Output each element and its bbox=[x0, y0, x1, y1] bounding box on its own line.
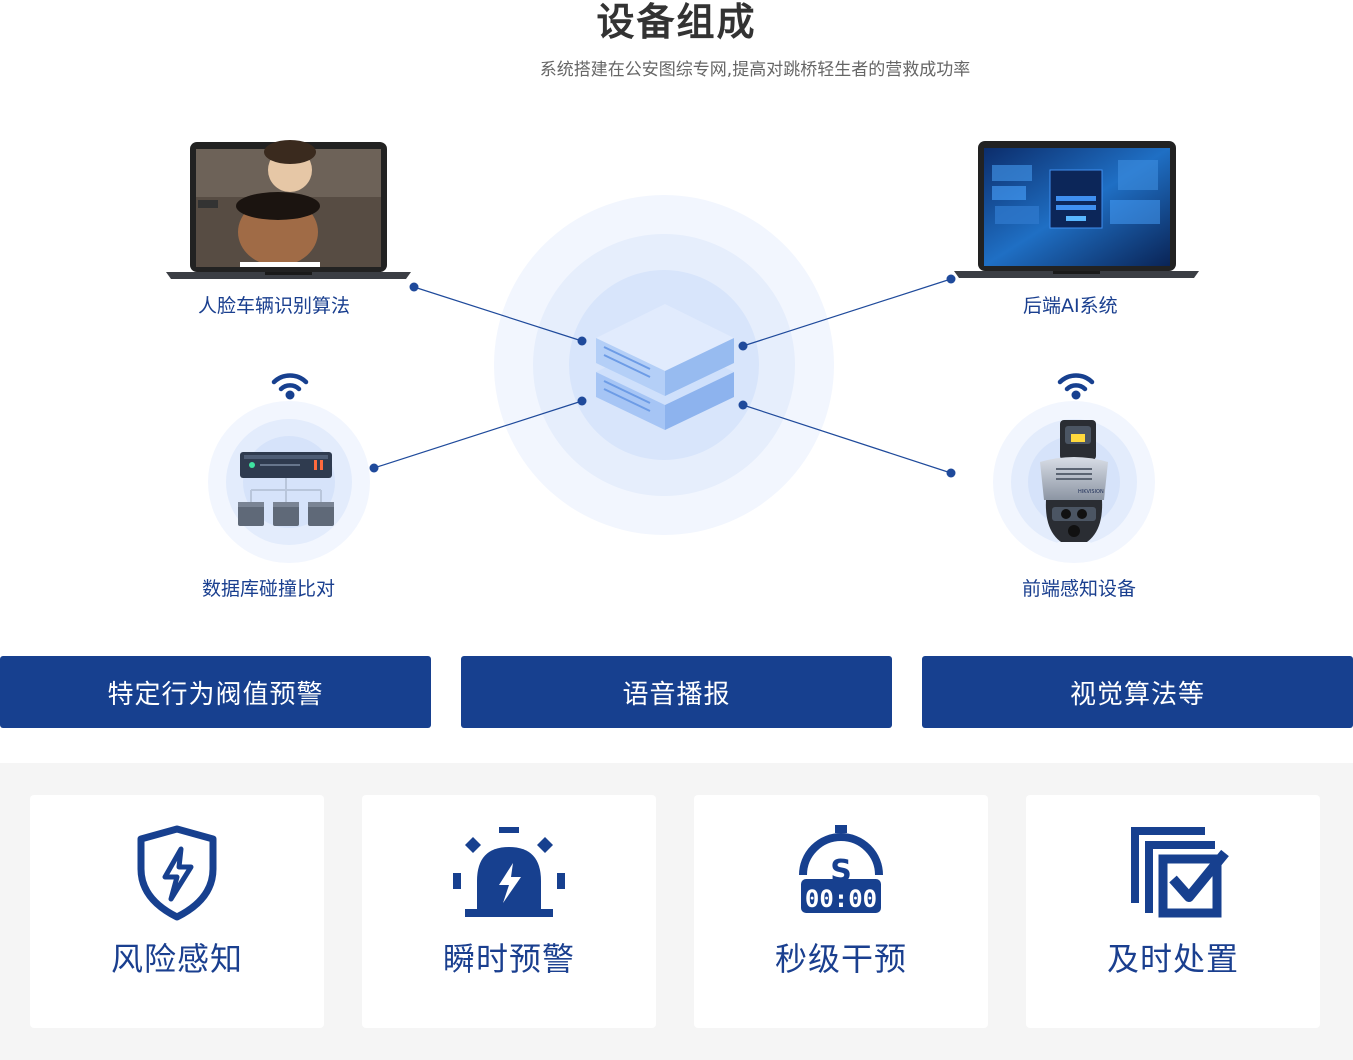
page-subtitle: 系统搭建在公安图综专网,提高对跳桥轻生者的营救成功率 bbox=[539, 60, 971, 80]
feature-label: 及时处置 bbox=[1106, 940, 1239, 978]
svg-text:00:00: 00:00 bbox=[805, 885, 877, 913]
stopwatch-icon: S 00:00 bbox=[799, 825, 883, 913]
alarm-light-icon bbox=[453, 827, 565, 917]
link-backend-ai bbox=[742, 278, 952, 347]
laptop-backend-icon bbox=[954, 141, 1199, 278]
wifi-dot bbox=[285, 390, 295, 400]
node-label-face-recognition: 人脸车辆识别算法 bbox=[198, 295, 351, 317]
architecture-diagram: HIKVISION bbox=[166, 140, 1199, 563]
camera-node-icon: HIKVISION bbox=[993, 401, 1155, 563]
threshold-alarm-button[interactable]: 特定行为阀值预警 bbox=[0, 656, 431, 728]
connection-dots bbox=[369, 274, 956, 478]
voice-broadcast-button[interactable]: 语音播报 bbox=[461, 656, 892, 728]
checklist-icon bbox=[1131, 827, 1229, 918]
node-label-backend-ai: 后端AI系统 bbox=[1023, 295, 1118, 317]
link-frontend-device bbox=[742, 404, 952, 474]
feature-card-seconds: S 00:00 秒级干预 bbox=[694, 795, 988, 1028]
svg-text:HIKVISION: HIKVISION bbox=[1078, 489, 1104, 495]
link-database bbox=[373, 400, 583, 469]
database-node-icon bbox=[208, 401, 370, 563]
feature-card-alert: 瞬时预警 bbox=[362, 795, 656, 1028]
link-face-recognition bbox=[413, 286, 583, 342]
node-label-database: 数据库碰撞比对 bbox=[202, 578, 336, 600]
laptop-face-icon bbox=[166, 140, 411, 279]
page-title: 设备组成 bbox=[596, 0, 757, 44]
connection-lines bbox=[373, 278, 952, 474]
shield-lightning-icon bbox=[137, 825, 217, 921]
feature-label: 风险感知 bbox=[110, 940, 243, 978]
feature-label: 秒级干预 bbox=[774, 940, 907, 978]
feature-card-risk: 风险感知 bbox=[30, 795, 324, 1028]
wifi-icon bbox=[271, 373, 309, 392]
node-label-frontend-device: 前端感知设备 bbox=[1022, 578, 1137, 600]
visual-algorithm-button[interactable]: 视觉算法等 bbox=[922, 656, 1353, 728]
wifi-dot-right bbox=[1071, 390, 1081, 400]
feature-card-dispose: 及时处置 bbox=[1026, 795, 1320, 1028]
wifi-icon-right bbox=[1057, 373, 1095, 392]
feature-label: 瞬时预警 bbox=[442, 940, 575, 978]
server-icon bbox=[596, 304, 734, 430]
